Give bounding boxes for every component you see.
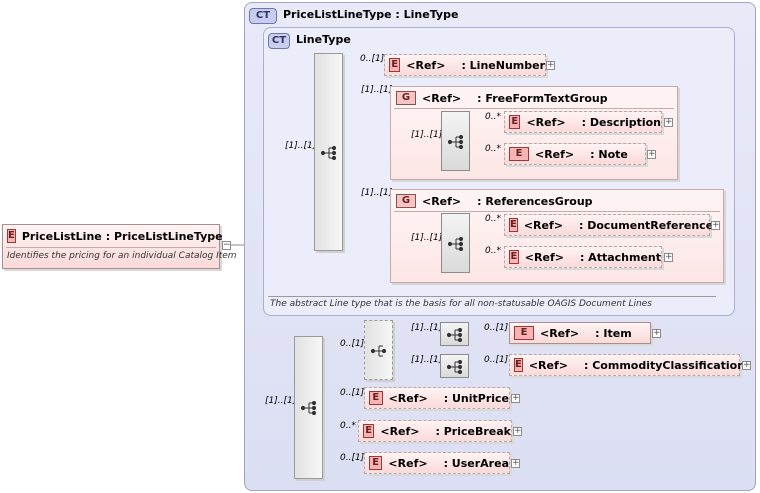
element-badge: E <box>509 147 529 161</box>
sequence-compositor[interactable] <box>294 336 323 479</box>
expand-button[interactable]: + <box>511 393 520 403</box>
cardinality-label: [1]..[1] <box>411 355 443 365</box>
cardinality-label: 0..* <box>340 421 356 431</box>
sequence-compositor[interactable] <box>441 111 470 171</box>
cardinality-label: 0..[1] <box>340 339 365 349</box>
cardinality-label: 0..[1] <box>484 355 509 365</box>
expand-button[interactable]: + <box>711 220 720 230</box>
group-header: G <Ref> : ReferencesGroup <box>392 191 593 211</box>
linetype-doc: The abstract Line type that is the basis… <box>270 299 652 309</box>
complex-type-badge: CT <box>249 8 277 24</box>
element-ref: <Ref> <box>540 326 580 340</box>
element-name: : Description <box>581 115 661 129</box>
cardinality-label: [1]..[1] <box>411 233 443 243</box>
collapse-button[interactable]: − <box>222 240 231 250</box>
expand-button[interactable]: + <box>513 426 522 436</box>
element-name: : LineNumber <box>461 58 545 72</box>
sequence-compositor[interactable] <box>440 354 469 378</box>
element-badge: E <box>363 424 375 438</box>
element-ref: <Ref> <box>388 456 428 470</box>
expand-button[interactable]: + <box>647 149 656 159</box>
element-name: : Item <box>595 326 632 340</box>
element-badge: E <box>369 456 383 470</box>
root-element-name: PriceListLine <box>21 229 102 243</box>
cardinality-label: [1]..[1] <box>285 141 317 151</box>
cardinality-label: 0..* <box>485 246 501 256</box>
cardinality-label: 0..* <box>485 144 501 154</box>
group-badge: G <box>396 91 416 105</box>
cardinality-label: 0..* <box>485 112 501 122</box>
root-element-type: : PriceListLineType <box>105 229 223 243</box>
element-name: : UnitPrice <box>443 391 509 405</box>
element-ref: <Ref> <box>406 58 446 72</box>
element-documentreference[interactable]: E <Ref> : DocumentReference <box>504 214 714 236</box>
cardinality-label: 0..[1] <box>340 388 365 398</box>
expand-button[interactable]: + <box>546 60 555 70</box>
element-badge: E <box>514 358 523 372</box>
cardinality-label: 0..[1] <box>360 54 385 64</box>
element-pricebreak[interactable]: E <Ref> : PriceBreak <box>358 420 512 442</box>
root-element-doc: Identifies the pricing for an individual… <box>7 251 237 261</box>
cardinality-label: [1]..[1] <box>411 130 443 140</box>
element-unitprice[interactable]: E <Ref> : UnitPrice <box>364 387 510 409</box>
element-note[interactable]: E <Ref> : Note <box>504 143 646 165</box>
cardinality-label: 0..* <box>485 214 501 224</box>
doc-divider <box>268 296 716 297</box>
element-ref: <Ref> <box>528 358 568 372</box>
element-ref: <Ref> <box>535 147 575 161</box>
element-name: : Note <box>590 147 628 161</box>
element-ref: <Ref> <box>523 218 563 232</box>
sequence-compositor[interactable] <box>441 213 470 273</box>
expand-button[interactable]: + <box>664 117 673 127</box>
element-item[interactable]: E <Ref> : Item <box>509 322 651 344</box>
element-badge: E <box>7 229 16 243</box>
element-name: : DocumentReference <box>579 218 714 232</box>
element-badge: E <box>369 391 383 405</box>
element-badge: E <box>389 58 401 72</box>
cardinality-label: 0..[1] <box>484 323 509 333</box>
element-ref: <Ref> <box>526 115 566 129</box>
group-ref: <Ref> <box>422 91 462 105</box>
cardinality-label: [1]..[1] <box>361 85 393 95</box>
element-name: : CommodityClassification <box>584 358 746 372</box>
expand-button[interactable]: + <box>664 252 673 262</box>
group-name: : ReferencesGroup <box>477 194 593 208</box>
cardinality-label: 0..[1] <box>340 453 365 463</box>
group-badge: G <box>396 194 416 208</box>
element-ref: <Ref> <box>380 424 420 438</box>
expand-button[interactable]: + <box>511 458 520 468</box>
element-name: : PriceBreak <box>435 424 511 438</box>
element-badge: E <box>514 326 534 340</box>
element-badge: E <box>509 250 519 264</box>
element-ref: <Ref> <box>388 391 428 405</box>
element-ref: <Ref> <box>524 250 564 264</box>
element-name: : UserArea <box>443 456 509 470</box>
element-description[interactable]: E <Ref> : Description <box>504 111 662 133</box>
group-divider <box>394 108 674 109</box>
expand-button[interactable]: + <box>742 360 751 370</box>
cardinality-label: [1]..[1] <box>361 188 393 198</box>
expand-button[interactable]: + <box>652 328 661 338</box>
group-name: : FreeFormTextGroup <box>477 91 608 105</box>
element-commodityclassification[interactable]: E <Ref> : CommodityClassification <box>509 354 745 376</box>
element-badge: E <box>509 115 521 129</box>
complex-type-title: LineType <box>296 33 351 46</box>
complex-type-title: PriceListLineType : LineType <box>283 8 459 21</box>
element-attachment[interactable]: E <Ref> : Attachment <box>504 246 662 268</box>
sequence-compositor[interactable] <box>440 322 469 346</box>
element-linenumber[interactable]: E <Ref> : LineNumber <box>384 54 546 76</box>
complex-type-badge: CT <box>268 33 290 49</box>
choice-compositor[interactable] <box>364 320 393 380</box>
sequence-compositor[interactable] <box>314 53 343 251</box>
group-divider <box>394 211 720 212</box>
cardinality-label: [1]..[1] <box>411 323 443 333</box>
root-element-priceListLine[interactable]: E PriceListLine : PriceListLineType Iden… <box>2 224 237 269</box>
group-header: G <Ref> : FreeFormTextGroup <box>392 88 608 108</box>
element-userarea[interactable]: E <Ref> : UserArea <box>364 452 510 474</box>
group-ref: <Ref> <box>422 194 462 208</box>
element-name: : Attachment <box>579 250 661 264</box>
cardinality-label: [1]..[1] <box>265 396 297 406</box>
element-badge: E <box>509 218 518 232</box>
